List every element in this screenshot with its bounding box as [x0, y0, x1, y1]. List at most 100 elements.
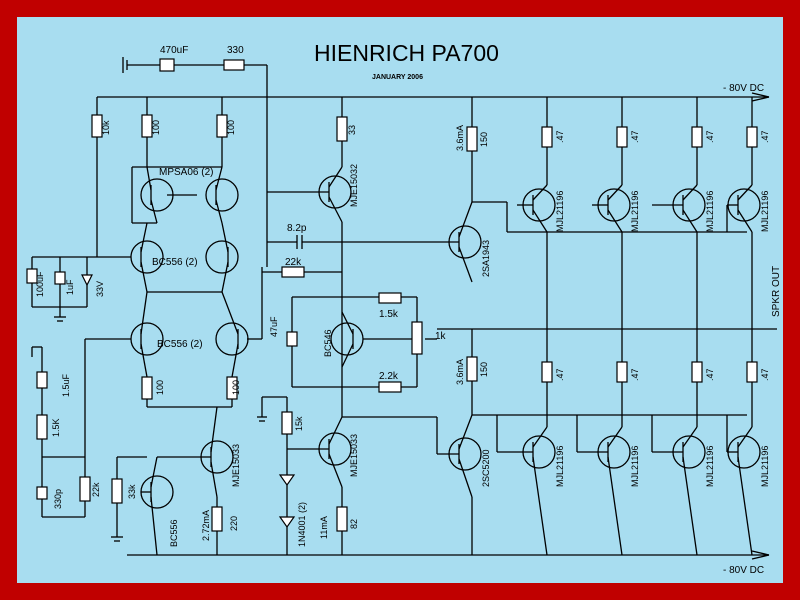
res-0-47-bot-3 [691, 361, 703, 383]
negative-rail-label: - 80V DC [723, 565, 764, 576]
res-100-b-label: 100 [226, 120, 236, 135]
bc556-bottom-label: BC556 (2) [157, 339, 203, 350]
res-82-label: 82 [349, 519, 359, 529]
zener-33v [81, 274, 93, 287]
mpsa06-label: MPSA06 (2) [159, 167, 213, 178]
cap-47uf [286, 331, 298, 347]
transistor-mpsa06-b [205, 178, 239, 212]
ma-3-6-bot-label: 3.6mA [455, 359, 465, 385]
cap-1uf [54, 271, 66, 285]
res-15k [281, 411, 293, 435]
res-33 [336, 116, 348, 142]
front-end-resistors: 10k 100 100 [91, 97, 236, 227]
cap-1-5uf [36, 371, 48, 389]
output-device-4[interactable]: .47 MJL21196 .47 MJL21196 [726, 97, 770, 556]
current-source: BC556 MJE15033 220 2.72mA [140, 406, 241, 556]
res-100-d-label: 100 [231, 380, 241, 395]
output-device-1[interactable]: .47 MJL21196 .47 MJL21196 [496, 97, 565, 556]
res-1-5k [36, 414, 48, 440]
res-15k-label: 15k [294, 416, 304, 431]
r047-bot-2: .47 [630, 368, 640, 381]
mjl-top-2-label: MJL21196 [630, 191, 640, 232]
res-0-47-top-1 [541, 126, 553, 148]
res-0-47-bot-2 [616, 361, 628, 383]
mje15033-a-label: MJE15033 [231, 444, 241, 487]
ma-2-72-label: 2.72mA [201, 510, 211, 541]
mpsa06-pair: MPSA06 (2) [131, 166, 239, 224]
schematic-date: JANUARY 2006 [372, 74, 423, 81]
res-22k-fb-label: 22k [285, 257, 302, 268]
spkr-out-label: SPKR OUT [771, 266, 782, 317]
res-1-5k-bias [378, 292, 402, 304]
cap-330p-label: 330p [53, 489, 63, 509]
bc556-top-pair: BC556 (2) [96, 222, 239, 293]
res-22k-fb [281, 266, 305, 278]
cap-1-5uf-label: 1.5uF [61, 373, 71, 397]
res-330 [223, 59, 245, 71]
bc556-top-label: BC556 (2) [152, 257, 198, 268]
schematic-board: HIENRICH PA700 JANUARY 2006 - 80V DC - 8… [17, 17, 783, 583]
res-100-a [141, 114, 153, 138]
res-22k [79, 476, 91, 502]
output-device-2[interactable]: .47 MJL21196 .47 MJL21196 [576, 97, 640, 556]
res-10k-label: 10k [101, 120, 111, 135]
driver-bot-label: 2SC5200 [481, 449, 491, 487]
transistor-bc556-bot-b [215, 322, 249, 356]
transistor-bc556-top-b [205, 240, 239, 274]
r047-bot-3: .47 [705, 368, 715, 381]
res-0-47-top-2 [616, 126, 628, 148]
r047-top-4: .47 [760, 130, 770, 143]
cap-8-2p-label: 8.2p [287, 223, 307, 234]
r047-top-3: .47 [705, 130, 715, 143]
cap-100uf-label: 100uF [35, 271, 45, 297]
res-22k-label: 22k [91, 482, 101, 497]
res-220-label: 220 [229, 516, 239, 531]
res-100-c [141, 376, 153, 400]
res-220 [211, 506, 223, 532]
res-330-label: 330 [227, 45, 244, 56]
res-100-b [216, 114, 228, 138]
diode-1n4001-b [278, 516, 296, 529]
cap-470uf [159, 58, 175, 72]
input-network: 1.5uF 1.5K 330p 22k 33k [31, 339, 147, 542]
pot-1k-label: 1k [435, 331, 447, 342]
mjl-top-4-label: MJL21196 [760, 191, 770, 232]
mje15032-label: MJE15032 [349, 164, 359, 207]
output-device-3[interactable]: .47 MJL21196 .47 MJL21196 [651, 97, 715, 556]
positive-rail-label: - 80V DC [723, 83, 764, 94]
bc556-bottom-pair: BC556 (2) 100 100 [85, 267, 263, 408]
diode-label: 1N4001 (2) [297, 502, 307, 547]
res-1-5k-bias-label: 1.5k [379, 309, 399, 320]
schematic-diagram: HIENRICH PA700 JANUARY 2006 - 80V DC - 8… [26, 40, 782, 576]
r047-top-2: .47 [630, 130, 640, 143]
res-82 [336, 506, 348, 532]
mjl-bot-4-label: MJL21196 [760, 446, 770, 487]
feedback-network: 470uF 330 [122, 45, 268, 267]
ma-3-6-top-label: 3.6mA [455, 125, 465, 151]
transistor-bc546 [330, 322, 364, 356]
res-0-47-bot-4 [746, 361, 758, 383]
res-0-47-top-3 [691, 126, 703, 148]
mjl-bot-2-label: MJL21196 [630, 446, 640, 487]
r047-bot-4: .47 [760, 368, 770, 381]
res-1-5k-label: 1.5K [51, 418, 61, 437]
bc556-label: BC556 [169, 519, 179, 547]
res-100-a-label: 100 [151, 120, 161, 135]
cap-470uf-label: 470uF [160, 45, 188, 56]
zener-33v-label: 33V [95, 281, 105, 297]
cap-1uf-label: 1uF [65, 279, 75, 295]
res-33-label: 33 [347, 125, 357, 135]
schematic-title: HIENRICH PA700 [314, 40, 499, 66]
mjl-top-1-label: MJL21196 [555, 191, 565, 232]
res-150-top-label: 150 [479, 132, 489, 147]
res-33k-label: 33k [127, 484, 137, 499]
mjl-bot-1-label: MJL21196 [555, 446, 565, 487]
diode-1n4001-a [278, 474, 296, 487]
res-2-2k-bias [378, 381, 402, 393]
res-150-bot [466, 356, 478, 382]
vas-stage: 33 MJE15032 8.2p 22k 47uF BC546 1.5k [257, 97, 447, 555]
res-2-2k-bias-label: 2.2k [379, 371, 399, 382]
pot-1k[interactable] [411, 321, 423, 355]
negative-rail: - 80V DC [127, 550, 770, 576]
